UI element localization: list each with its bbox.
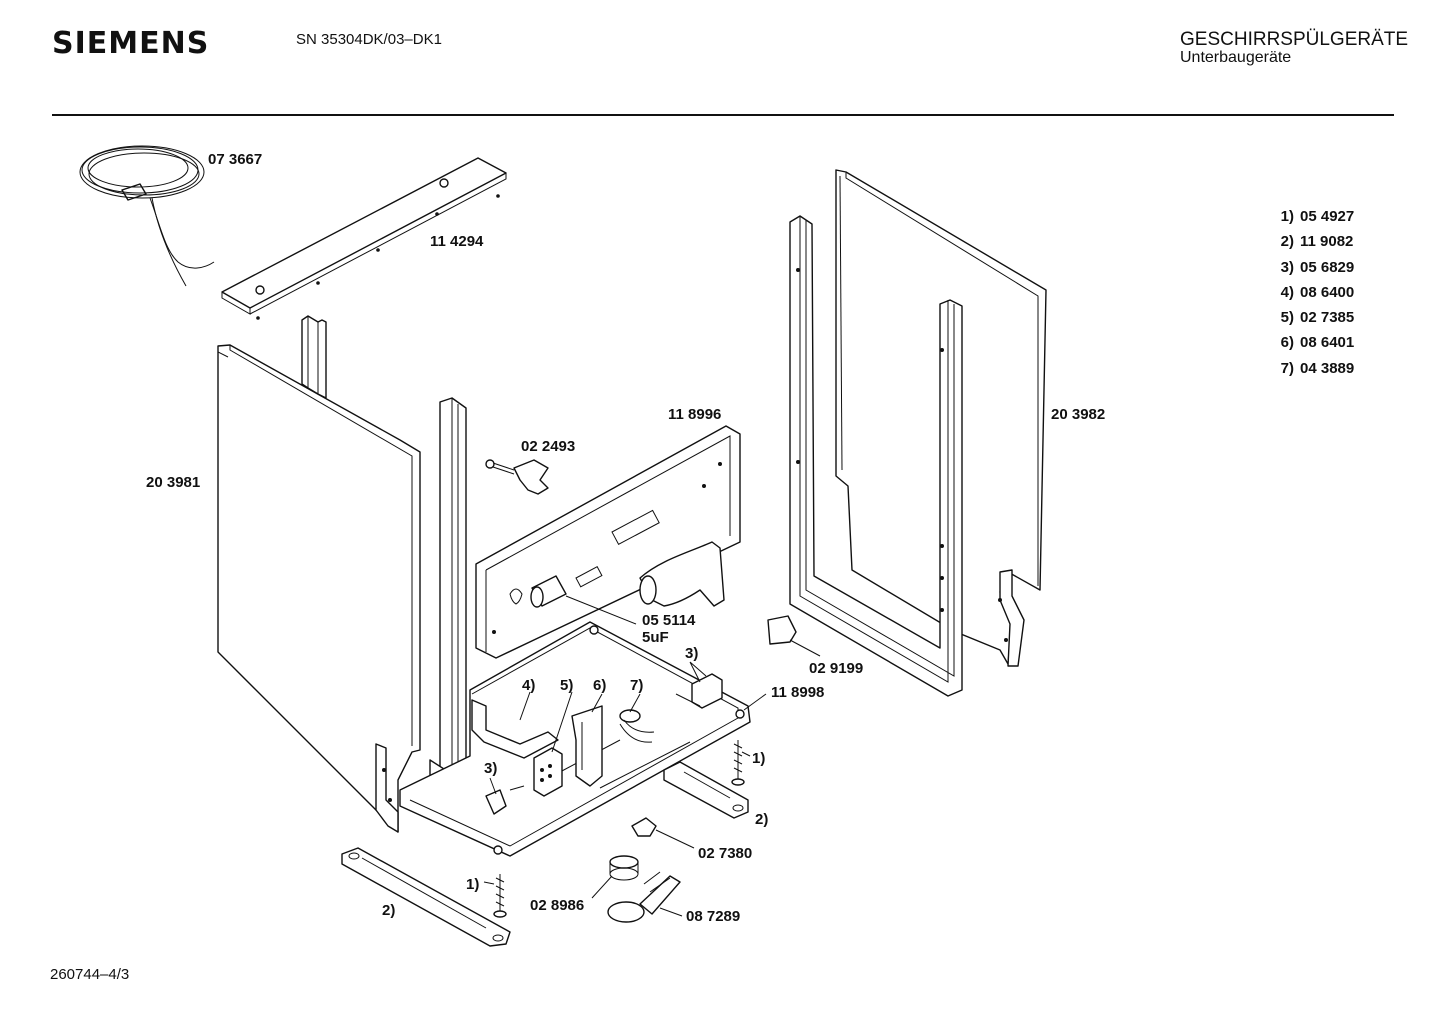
- legend-part: 05 4927: [1300, 208, 1355, 225]
- legend-part: 05 6829: [1300, 258, 1355, 276]
- legend-item: 7) 04 3889: [1268, 360, 1378, 385]
- label-side-panel-right: 20 3982: [1051, 406, 1105, 423]
- label-base-frame: 11 8998: [771, 684, 824, 701]
- hinge-clip-drawing: [485, 459, 549, 495]
- legend-part: 04 3889: [1300, 359, 1355, 377]
- power-cord-drawing: [79, 145, 215, 287]
- float-switch-drawing: [631, 817, 695, 849]
- legend-part: 11 9082: [1300, 233, 1354, 251]
- legend-item: 3) 05 6829: [1268, 259, 1378, 284]
- label-power-cord: 07 3667: [208, 151, 262, 168]
- legend-item: 1) 05 4927: [1268, 208, 1378, 233]
- legend-key: 6): [1280, 334, 1294, 352]
- label-switch: 02 9199: [809, 660, 863, 677]
- legend-part: 08 6400: [1300, 283, 1355, 301]
- screws-drawing: [493, 740, 745, 918]
- base-components-drawing: [471, 673, 723, 815]
- legend-key: 4): [1280, 283, 1294, 301]
- label-float: 02 8986: [530, 897, 584, 914]
- label-capacitor-value: 5uF: [642, 629, 669, 646]
- float-housing-drawing: [607, 871, 683, 923]
- label-ref-5: 5): [560, 677, 573, 694]
- duct-drawing: [639, 541, 725, 607]
- category-title: GESCHIRRSPÜLGERÄTE: [1180, 29, 1409, 50]
- legend-part: 02 7385: [1300, 309, 1355, 327]
- label-capacitor: 05 5114: [642, 612, 696, 629]
- label-ref-3-upper: 3): [685, 645, 698, 662]
- legend-item: 5) 02 7385: [1268, 309, 1378, 334]
- parts-legend: 1)05 4927 2)11 9082 3)05 6829 4)08 6400 …: [1268, 208, 1378, 385]
- legend-key: 2): [1280, 233, 1294, 251]
- model-number: SN 35304DK/03–DK1: [296, 31, 442, 48]
- float-drawing: [591, 855, 639, 899]
- label-ref-3-lower: 3): [484, 760, 497, 777]
- legend-key: 5): [1280, 309, 1294, 327]
- header-divider: [52, 114, 1394, 116]
- right-frame-drawing: [789, 215, 963, 697]
- legend-item: 2) 11 9082: [1268, 233, 1378, 258]
- label-ref-1-right: 1): [752, 750, 765, 767]
- brand-logo: SIEMENS: [52, 26, 210, 61]
- label-ref-7: 7): [630, 677, 643, 694]
- front-panel-drawing: [475, 425, 741, 659]
- top-strip-drawing: [221, 157, 507, 320]
- label-front-panel: 11 8996: [668, 406, 721, 423]
- capacitor-drawing: [530, 575, 637, 625]
- left-side-panel-drawing: [217, 344, 421, 833]
- label-ref-6: 6): [593, 677, 606, 694]
- label-ref-2-right: 2): [755, 811, 768, 828]
- legend-key: 7): [1280, 359, 1294, 377]
- legend-key: 1): [1280, 208, 1294, 225]
- label-float-housing: 08 7289: [686, 908, 740, 925]
- legend-key: 3): [1280, 258, 1294, 276]
- leader-lines: [483, 661, 767, 885]
- label-ref-4: 4): [522, 677, 535, 694]
- legend-item: 4) 08 6400: [1268, 284, 1378, 309]
- label-hinge-clip: 02 2493: [521, 438, 575, 455]
- label-ref-2-left: 2): [382, 902, 395, 919]
- label-side-panel-left: 20 3981: [146, 474, 200, 491]
- document-number: 260744–4/3: [50, 966, 130, 983]
- label-float-switch: 02 7380: [698, 845, 752, 862]
- switch-drawing: [767, 615, 821, 657]
- label-ref-1-left: 1): [466, 876, 479, 893]
- feet-drawing: [341, 761, 749, 947]
- legend-item: 6) 08 6401: [1268, 334, 1378, 359]
- label-top-strip: 11 4294: [430, 233, 484, 250]
- category-subtitle: Unterbaugeräte: [1180, 49, 1292, 66]
- legend-part: 08 6401: [1300, 334, 1355, 352]
